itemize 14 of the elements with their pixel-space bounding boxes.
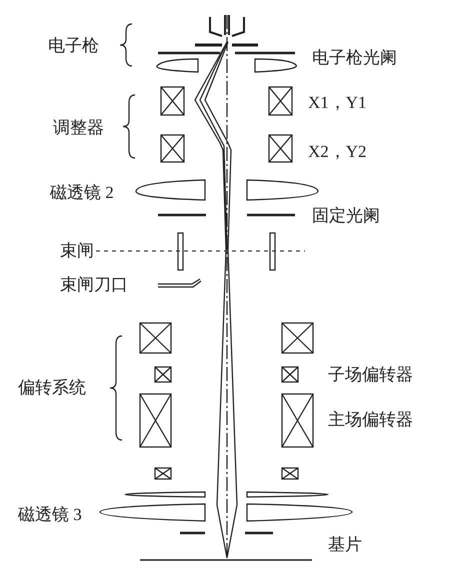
- part-label: 基片: [328, 535, 362, 555]
- part-label: 固定光阑: [312, 206, 380, 226]
- part-label: 子场偏转器: [328, 365, 413, 385]
- part-label: 电子枪: [48, 36, 99, 56]
- part-label: X2，Y2: [308, 142, 367, 162]
- part-label: 偏转系统: [18, 378, 86, 398]
- part-label: 电子枪光阑: [312, 48, 397, 68]
- part-label: 主场偏转器: [328, 410, 413, 430]
- part-label: 束闸: [60, 241, 94, 261]
- part-label: 磁透镜 3: [18, 505, 82, 525]
- part-label: X1，Y1: [308, 93, 367, 113]
- part-label: 调整器: [53, 118, 104, 138]
- part-label: 磁透镜 2: [50, 183, 114, 203]
- part-label: 束闸刀口: [60, 275, 128, 295]
